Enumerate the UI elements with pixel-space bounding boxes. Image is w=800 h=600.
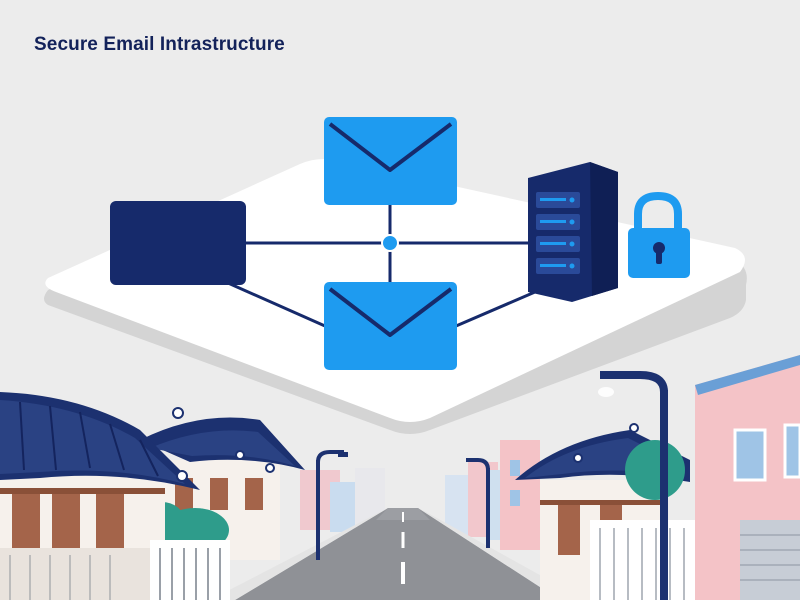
edge-client-email-bottom bbox=[227, 281, 326, 328]
email-node-top bbox=[324, 117, 457, 205]
hub-node-icon bbox=[381, 234, 399, 252]
hanok-right bbox=[515, 423, 700, 600]
server-rack-icon bbox=[528, 162, 618, 302]
street-scene bbox=[0, 355, 800, 600]
street-lamp-left bbox=[316, 450, 348, 560]
page-title: Secure Email Intrastructure bbox=[34, 34, 285, 55]
connectors bbox=[227, 205, 536, 328]
padlock-icon bbox=[628, 191, 690, 278]
distant-buildings bbox=[300, 440, 540, 550]
envelope-icon bbox=[324, 282, 457, 370]
envelope-icon bbox=[324, 117, 457, 205]
street-lamp-right bbox=[598, 371, 668, 600]
street-lamp-mid bbox=[466, 458, 490, 548]
hanok-left-front bbox=[0, 392, 230, 600]
client-node bbox=[110, 201, 246, 285]
pink-building bbox=[695, 355, 800, 600]
edge-email-bottom-server bbox=[455, 290, 536, 328]
email-node-bottom bbox=[324, 282, 457, 370]
monitor-icon bbox=[110, 201, 246, 285]
